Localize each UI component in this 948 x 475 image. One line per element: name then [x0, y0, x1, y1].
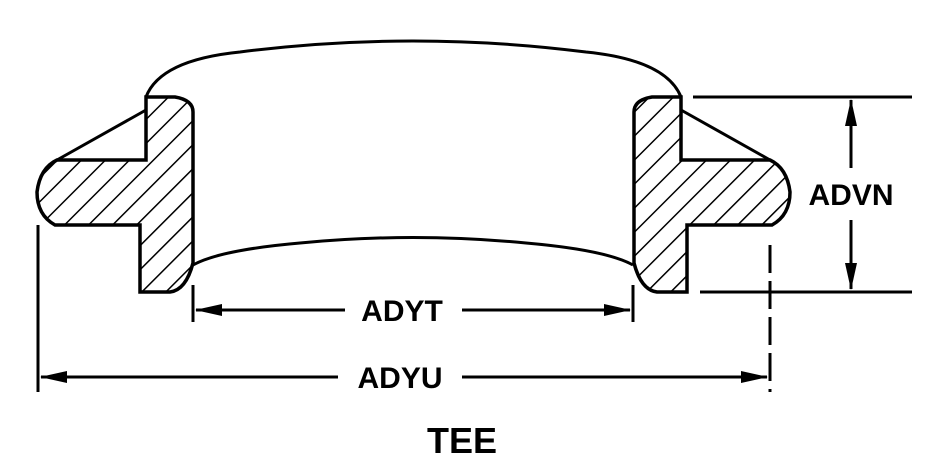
advn-dimension: ADVN — [693, 95, 912, 294]
adyt-dimension: ADYT — [191, 285, 635, 328]
adyu-label: ADYU — [357, 362, 442, 395]
adyu-dimension: ADYU — [36, 225, 772, 395]
adyt-label: ADYT — [361, 295, 443, 328]
diagram-title: TEE — [427, 420, 497, 461]
advn-label: ADVN — [808, 179, 893, 212]
left-section — [35, 95, 195, 294]
left-taper — [56, 108, 147, 162]
bottom-inner-curve — [192, 236, 634, 267]
right-section — [632, 95, 792, 294]
right-taper — [680, 108, 771, 162]
top-rim-curve — [144, 39, 683, 98]
